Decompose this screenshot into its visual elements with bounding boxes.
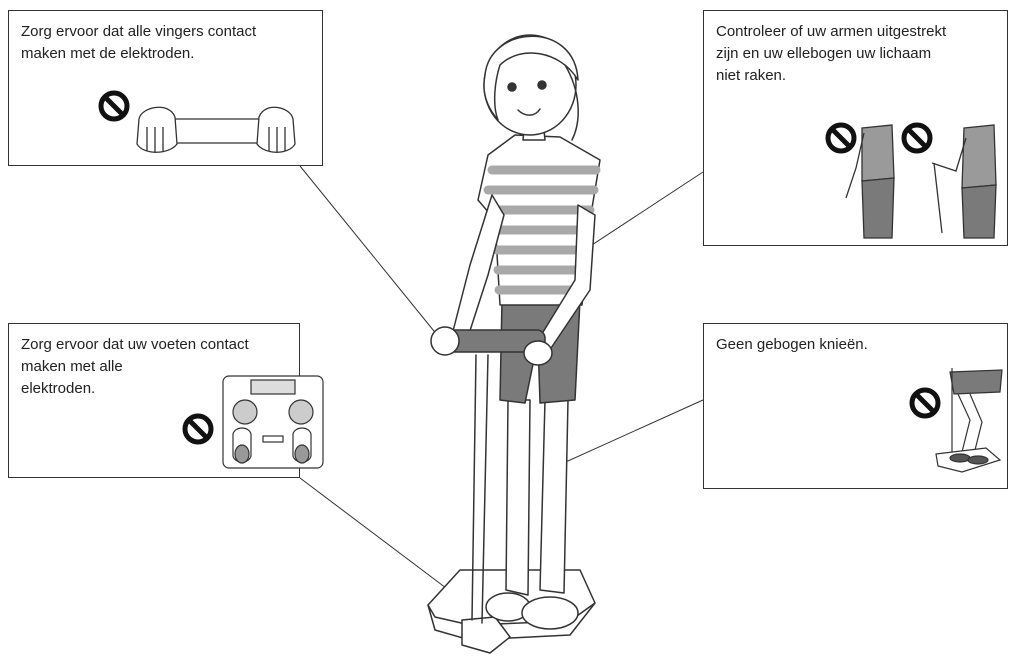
callout-arms: Controleer of uw armen uitgestrekt zijn … (703, 10, 1008, 246)
no-symbol-icon (98, 90, 130, 122)
connector-knees (547, 399, 704, 471)
hand-grip-electrode-icon (136, 106, 296, 153)
callout-arms-text: Controleer of uw armen uitgestrekt zijn … (716, 23, 947, 84)
no-symbol-icon (909, 387, 941, 419)
callout-knees: Geen gebogen knieën. (703, 323, 1008, 489)
bent-knees-icon (935, 368, 1003, 473)
no-symbol-icon (182, 413, 214, 445)
arms-against-body-icon (845, 124, 997, 239)
person-on-body-composition-scale-icon (427, 34, 601, 654)
feet-on-scale-electrodes-icon (222, 375, 324, 469)
no-symbol-icon (825, 122, 857, 154)
callout-fingers: Zorg ervoor dat alle vingers contact mak… (8, 10, 323, 166)
connector-fingers (299, 165, 439, 337)
connector-feet (299, 477, 447, 589)
no-symbol-icon (901, 122, 933, 154)
callout-knees-text: Geen gebogen knieën. (716, 336, 868, 353)
callout-feet-text: Zorg ervoor dat uw voeten contact maken … (21, 336, 249, 397)
callout-feet: Zorg ervoor dat uw voeten contact maken … (8, 323, 324, 478)
callout-fingers-text: Zorg ervoor dat alle vingers contact mak… (21, 23, 257, 62)
